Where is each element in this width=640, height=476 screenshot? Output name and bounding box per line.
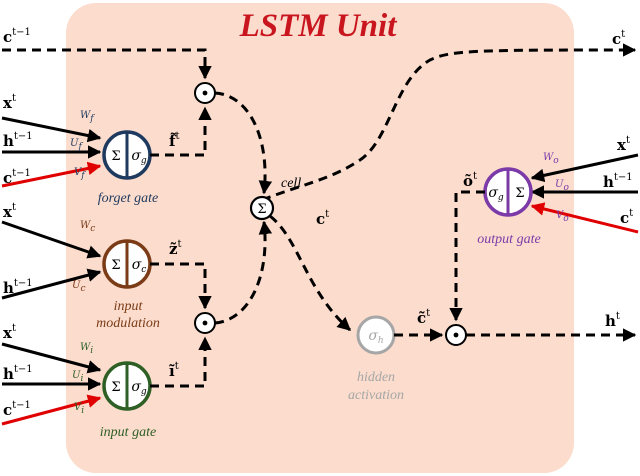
forget-to-cell-line [214, 91, 273, 195]
label-c-forget: ct−1 [3, 168, 31, 187]
ingate-sum-symbol: Σ [111, 380, 120, 395]
outgate-output-label: õt [463, 171, 477, 190]
cell-label: cell [281, 176, 301, 191]
output-multiply-node [445, 324, 467, 346]
label-c-outgate: ct [620, 208, 633, 227]
hidden-output-label: c̃t [417, 308, 430, 327]
cell-sum-symbol: Σ [257, 202, 266, 217]
input-multiply-node [194, 312, 216, 334]
forget-gate-node: Σ σg [102, 130, 152, 180]
inmod-sum-symbol: Σ [111, 258, 120, 273]
cell-to-hidden-line [269, 214, 352, 332]
ingate-c-peephole [1, 394, 102, 426]
inmod-label-1: input [114, 299, 144, 314]
hidden-label-2: activation [348, 388, 404, 403]
input-to-cell-line [214, 220, 273, 325]
weight-w-outgate: Wo [543, 152, 559, 166]
cell-sum-node: Σ [249, 195, 275, 221]
hidden-activation-symbol: σh [368, 328, 383, 346]
label-c-ingate: ct−1 [3, 400, 31, 419]
inmod-label-2: modulation [96, 316, 160, 331]
weight-v-forget: Vf [74, 167, 86, 181]
hidden-label-1: hidden [357, 370, 395, 385]
lstm-unit-panel [66, 3, 574, 473]
output-gate-node: σg Σ [483, 167, 533, 217]
label-x-forget: xt [3, 93, 16, 112]
forget-multiply-node [194, 82, 216, 104]
cell-state-top-line [2, 48, 212, 80]
output-gate-label: output gate [477, 232, 540, 247]
forget-gate-label: forget gate [98, 191, 159, 206]
input-gate-node: Σ σg [102, 361, 152, 411]
label-c-out: ct [612, 29, 625, 48]
ingate-output-line [150, 336, 212, 388]
forget-sum-symbol: Σ [111, 149, 120, 164]
weight-v-outgate: Vo [556, 210, 569, 224]
weight-u-outgate: Uo [555, 179, 569, 193]
inmod-activation: σc [132, 257, 147, 275]
label-h-outgate: ht−1 [603, 172, 633, 191]
ingate-x-input [1, 342, 102, 374]
outgate-activation: σg [488, 185, 504, 203]
label-h-inmod: ht−1 [3, 278, 33, 297]
hidden-activation-node: σh [356, 315, 396, 355]
label-h-ingate: ht−1 [3, 364, 33, 383]
cell-state-output-line [261, 43, 637, 202]
input-modulation-node: Σ σc [102, 239, 152, 289]
forget-x-input [1, 116, 102, 143]
weight-w-forget: Wf [80, 110, 95, 124]
weight-v-ingate: Vi [74, 402, 84, 416]
diagram-title: LSTM Unit [239, 8, 398, 44]
inmod-x-input [1, 220, 102, 259]
label-h-forget: ht−1 [3, 131, 33, 150]
forget-output-line [150, 106, 212, 157]
forget-activation: σg [131, 148, 147, 166]
weight-u-forget: Uf [70, 138, 83, 152]
outgate-c-peephole [530, 202, 639, 234]
weight-u-inmod: Uc [72, 280, 85, 294]
ingate-activation: σg [131, 379, 147, 397]
input-gate-label: input gate [100, 425, 156, 440]
outgate-x-input [530, 153, 639, 183]
label-x-ingate: xt [3, 323, 16, 342]
inmod-output-line [150, 262, 212, 310]
weight-w-ingate: Wi [80, 342, 93, 356]
weight-w-inmod: Wc [80, 220, 95, 234]
label-c-prev: ct−1 [3, 27, 31, 46]
forget-output-label: f̃t [169, 131, 179, 150]
ingate-output-label: ĩt [169, 361, 179, 380]
label-h-out: ht [605, 311, 620, 330]
forget-c-peephole [1, 161, 102, 188]
inmod-output-label: z̃t [169, 239, 182, 258]
weight-u-ingate: Ui [72, 370, 83, 384]
cell-c-label: ct [316, 209, 329, 228]
outgate-sum-symbol: Σ [515, 186, 524, 201]
label-x-inmod: xt [3, 202, 16, 221]
label-x-outgate: xt [617, 135, 630, 154]
inmod-h-input [1, 268, 102, 300]
